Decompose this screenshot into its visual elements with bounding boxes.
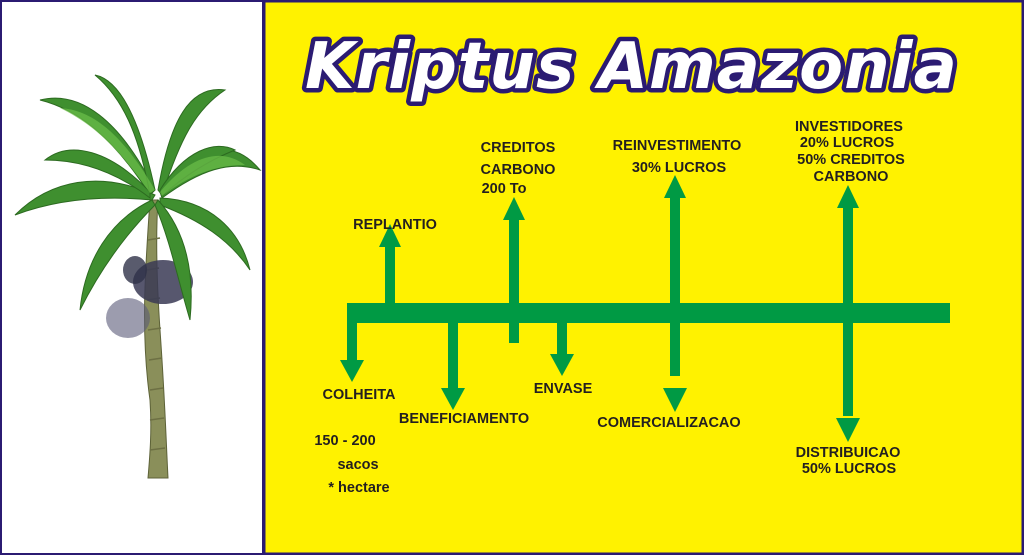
main-timeline-bar bbox=[347, 303, 950, 323]
arrow-reinvestimento bbox=[664, 175, 686, 376]
label-colheita-detail-2: sacos bbox=[337, 457, 378, 473]
label-reinvestimento-line1: REINVESTIMENTO bbox=[613, 138, 742, 154]
arrow-replantio bbox=[379, 224, 401, 305]
label-colheita-detail-3: * hectare bbox=[328, 480, 389, 496]
label-investidores-line4: CARBONO bbox=[814, 169, 889, 185]
label-envase: ENVASE bbox=[534, 381, 593, 397]
label-reinvestimento-line2: 30% LUCROS bbox=[632, 160, 727, 176]
arrow-beneficiamento bbox=[441, 320, 465, 410]
label-creditos-line1: CREDITOS bbox=[481, 140, 556, 156]
label-investidores-line3: 50% CREDITOS bbox=[797, 152, 905, 168]
arrow-comercializacao bbox=[663, 388, 687, 412]
label-colheita: COLHEITA bbox=[322, 387, 396, 403]
label-beneficiamento: BENEFICIAMENTO bbox=[399, 411, 529, 427]
label-investidores-line2: 20% LUCROS bbox=[800, 135, 895, 151]
label-creditos-line2: CARBONO bbox=[481, 162, 556, 178]
arrow-colheita bbox=[340, 320, 364, 382]
label-creditos-line3: 200 To bbox=[482, 181, 527, 197]
label-comercializacao: COMERCIALIZACAO bbox=[597, 415, 740, 431]
label-distribuicao-line2: 50% LUCROS bbox=[802, 461, 897, 477]
flow-arrows bbox=[340, 175, 950, 442]
arrow-creditos-carbono bbox=[503, 197, 525, 343]
label-colheita-detail-1: 150 - 200 bbox=[314, 433, 375, 449]
arrow-distribuicao bbox=[836, 418, 860, 442]
title: Kriptus Amazonia bbox=[305, 30, 958, 104]
arrow-envase bbox=[550, 320, 574, 376]
label-distribuicao-line1: DISTRIBUICAO bbox=[796, 445, 901, 461]
acai-palm-tree-image bbox=[14, 74, 262, 479]
label-replantio: REPLANTIO bbox=[353, 217, 437, 233]
label-investidores-line1: INVESTIDORES bbox=[795, 119, 903, 135]
arrow-investidores bbox=[837, 185, 859, 416]
